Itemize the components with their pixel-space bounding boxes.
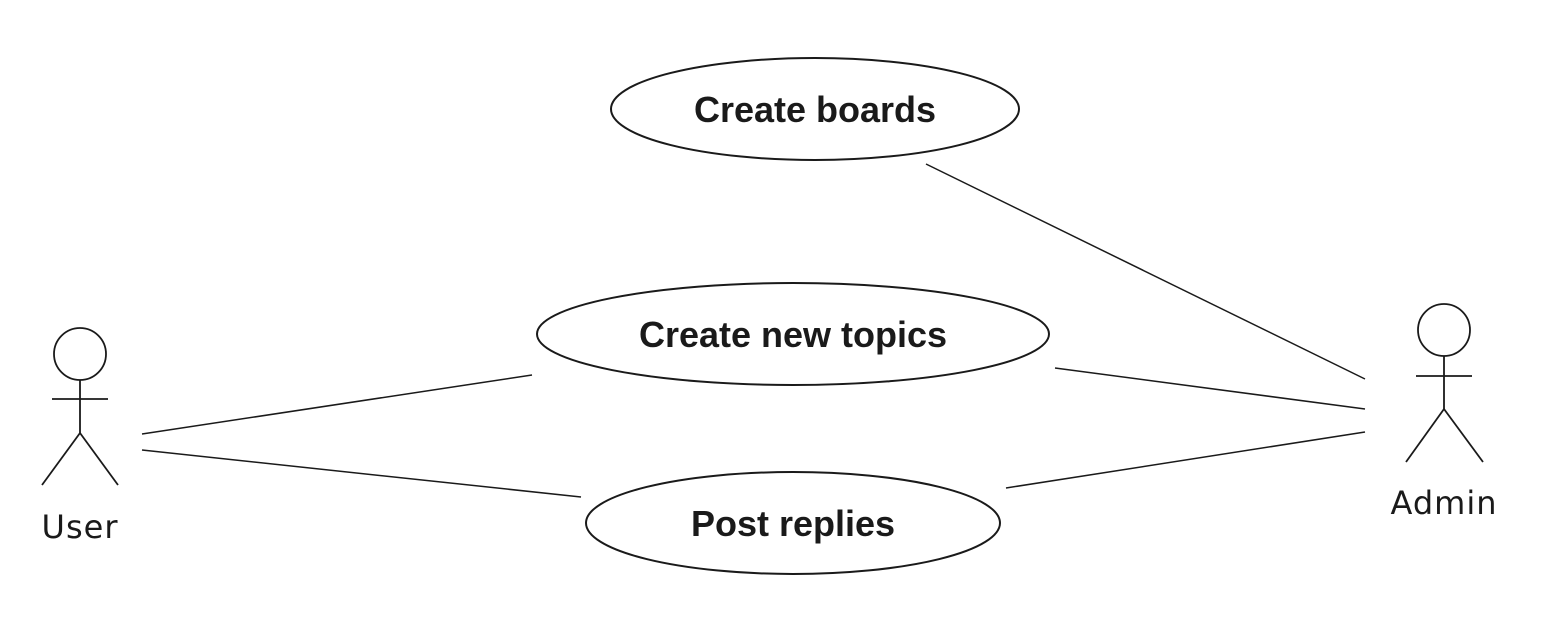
associations — [141, 163, 1366, 498]
actor-label: Admin — [1391, 484, 1498, 522]
association-user-post-replies — [141, 449, 582, 498]
use-case-label: Create new topics — [639, 314, 947, 355]
use-case-ellipse — [610, 57, 1020, 161]
association-admin-create-new-topics — [1054, 367, 1366, 410]
use-case-create-new-topics[interactable]: Create new topics — [536, 282, 1050, 386]
use-case-ellipse — [536, 282, 1050, 386]
use-case-create-boards[interactable]: Create boards — [610, 57, 1020, 161]
actor-admin[interactable]: Admin — [1391, 303, 1498, 522]
association-user-create-new-topics — [141, 374, 533, 435]
actor-user[interactable]: User — [41, 327, 119, 546]
use-case-ellipse — [585, 471, 1001, 575]
association-admin-post-replies — [1005, 431, 1366, 489]
use-case-post-replies[interactable]: Post replies — [585, 471, 1001, 575]
actor-label: User — [42, 508, 119, 546]
association-admin-create-boards — [925, 163, 1366, 380]
use-case-label: Post replies — [691, 503, 895, 544]
stick-figure-icon — [1405, 303, 1484, 463]
use-case-label: Create boards — [694, 89, 936, 130]
stick-figure-icon — [41, 327, 119, 486]
